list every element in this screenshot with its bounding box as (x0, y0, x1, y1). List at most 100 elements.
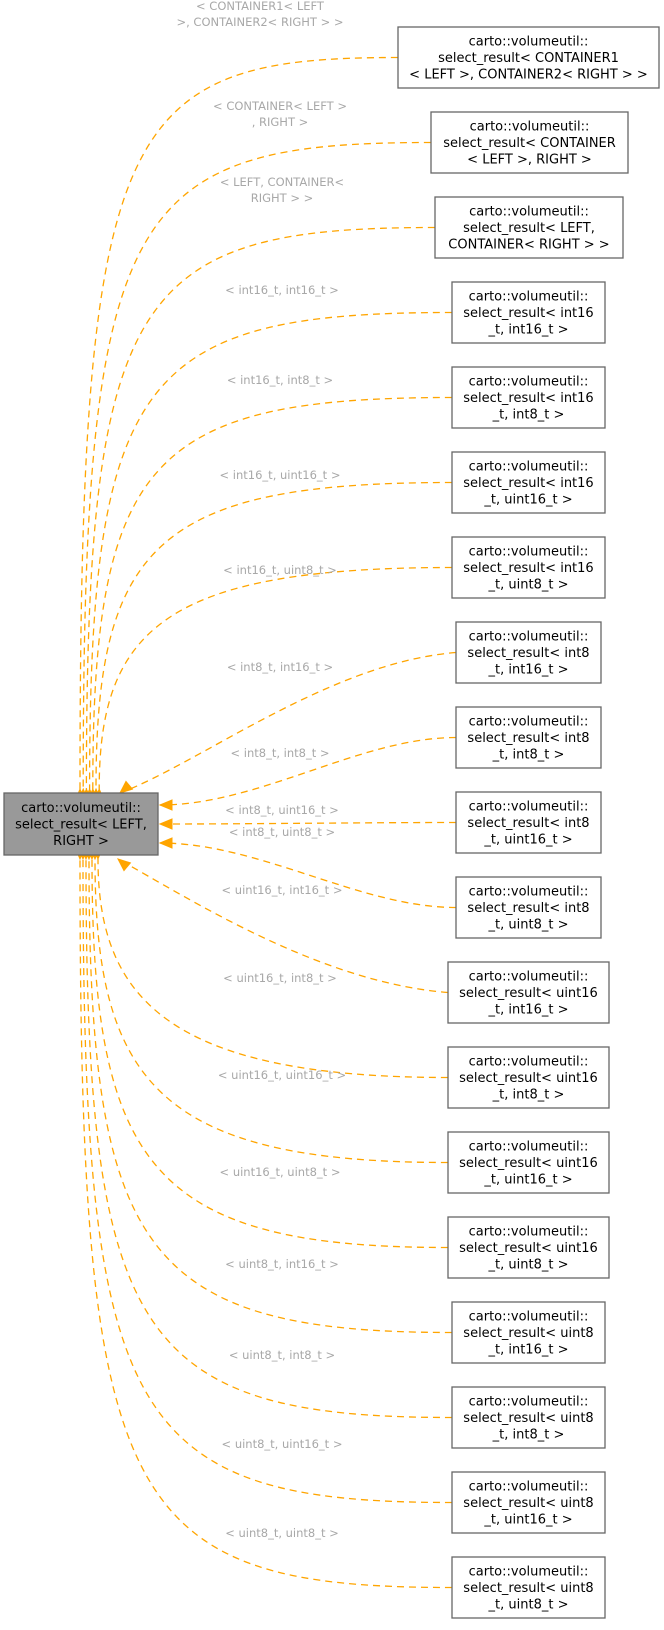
edge-label: < LEFT, CONTAINER< (220, 175, 344, 189)
derived-class-node[interactable]: carto::volumeutil::select_result< uint16… (447, 1046, 610, 1109)
edge-label: , RIGHT > (252, 115, 309, 129)
class-name-line: _t, int16_t > (488, 1003, 569, 1018)
derived-class-node[interactable]: carto::volumeutil::select_result< int8_t… (455, 706, 602, 769)
class-box (455, 621, 602, 684)
derived-class-node[interactable]: carto::volumeutil::select_result< int16_… (451, 451, 606, 514)
inheritance-edge (94, 858, 449, 1164)
inheritance-edge (91, 858, 449, 1249)
arrowhead (158, 799, 173, 811)
class-name-line: _t, uint8_t > (488, 578, 569, 593)
class-name-line: _t, uint16_t > (483, 1513, 572, 1528)
edge-label: < uint8_t, uint8_t > (225, 1526, 339, 1540)
edge-label: < int16_t, uint8_t > (223, 563, 337, 577)
edge-label: < int16_t, int8_t > (227, 373, 333, 387)
class-name-line: carto::volumeutil:: (469, 1565, 589, 1580)
edge-label: < int16_t, uint16_t > (220, 468, 341, 482)
derived-class-node[interactable]: carto::volumeutil::select_result< uint16… (447, 961, 610, 1024)
class-name-line: select_result< int8 (467, 731, 589, 746)
class-name-line: carto::volumeutil:: (469, 35, 589, 50)
class-name-line: _t, int8_t > (492, 748, 565, 763)
edge-label: RIGHT > > (251, 191, 314, 205)
class-box (451, 536, 606, 599)
arrowhead (158, 818, 173, 830)
class-name-line: < LEFT >, RIGHT > (467, 153, 592, 168)
derived-class-node[interactable]: carto::volumeutil::select_result< int16_… (451, 536, 606, 599)
derived-class-node[interactable]: carto::volumeutil::select_result< CONTAI… (430, 111, 629, 174)
class-name-line: select_result< uint8 (463, 1496, 593, 1511)
inheritance-edge (95, 481, 453, 790)
edge-label: < uint8_t, uint16_t > (222, 1437, 343, 1451)
class-name-line: select_result< int8 (467, 646, 589, 661)
nodes-layer: carto::volumeutil::select_result< LEFT,R… (3, 26, 660, 1619)
edge-label: < uint16_t, int16_t > (222, 883, 343, 897)
class-box (397, 26, 660, 89)
inheritance-edge (92, 396, 453, 790)
edge-label: < CONTAINER1< LEFT (196, 0, 325, 13)
class-name-line: select_result< LEFT, (463, 221, 595, 236)
root-class-node[interactable]: carto::volumeutil::select_result< LEFT,R… (3, 792, 159, 856)
inheritance-edge (85, 858, 453, 1419)
edge-label: < CONTAINER< LEFT > (213, 99, 347, 113)
edge-label: < int8_t, int8_t > (230, 746, 329, 760)
class-box (447, 1046, 610, 1109)
derived-class-node[interactable]: carto::volumeutil::select_result< int16_… (451, 281, 606, 344)
derived-class-node[interactable]: carto::volumeutil::select_result< uint16… (447, 1131, 610, 1194)
class-name-line: carto::volumeutil:: (469, 290, 589, 305)
class-box (451, 281, 606, 344)
edge-label: < uint8_t, int8_t > (229, 1348, 335, 1362)
class-box (447, 961, 610, 1024)
class-name-line: carto::volumeutil:: (469, 1480, 589, 1495)
derived-class-node[interactable]: carto::volumeutil::select_result< int8_t… (455, 876, 602, 939)
edge-labels-layer: < CONTAINER1< LEFT>, CONTAINER2< RIGHT >… (176, 0, 346, 1540)
inheritance-edge (117, 858, 449, 994)
class-name-line: _t, uint16_t > (483, 1173, 572, 1188)
inheritance-edge (82, 858, 453, 1504)
derived-class-node[interactable]: carto::volumeutil::select_result< int8_t… (455, 621, 602, 684)
class-name-line: carto::volumeutil:: (469, 630, 589, 645)
class-name-line: < LEFT >, CONTAINER2< RIGHT > > (409, 68, 648, 83)
class-name-line: carto::volumeutil:: (469, 1140, 589, 1155)
edges-layer (74, 56, 457, 1589)
class-box (451, 1301, 606, 1364)
class-name-line: select_result< uint8 (463, 1411, 593, 1426)
derived-class-node[interactable]: carto::volumeutil::select_result< int16_… (451, 366, 606, 429)
class-box (451, 1386, 606, 1449)
class-name-line: _t, int16_t > (488, 663, 569, 678)
class-name-line: carto::volumeutil:: (470, 120, 590, 135)
class-box (455, 791, 602, 854)
inheritance-edge (159, 842, 457, 909)
derived-class-node[interactable]: carto::volumeutil::select_result< uint8_… (451, 1471, 606, 1534)
class-name-line: select_result< int16 (463, 561, 593, 576)
class-name-line: carto::volumeutil:: (469, 800, 589, 815)
inheritance-edge (88, 311, 453, 790)
class-name-line: RIGHT > (53, 834, 109, 849)
derived-class-node[interactable]: carto::volumeutil::select_result< int8_t… (455, 791, 602, 854)
derived-class-node[interactable]: carto::volumeutil::select_result< uint16… (447, 1216, 610, 1279)
derived-class-node[interactable]: carto::volumeutil::select_result< CONTAI… (397, 26, 660, 89)
class-name-line: select_result< CONTAINER1 (438, 51, 619, 66)
class-name-line: select_result< CONTAINER (443, 136, 616, 151)
class-name-line: select_result< uint16 (459, 1241, 598, 1256)
inheritance-edge (79, 858, 453, 1589)
class-box (451, 366, 606, 429)
inheritance-edge (88, 858, 453, 1334)
class-name-line: _t, int16_t > (488, 323, 569, 338)
derived-class-node[interactable]: carto::volumeutil::select_result< uint8_… (451, 1386, 606, 1449)
class-box (455, 706, 602, 769)
class-name-line: select_result< LEFT, (15, 818, 147, 833)
inheritance-edge (159, 736, 457, 806)
class-name-line: carto::volumeutil:: (469, 885, 589, 900)
inheritance-edge (85, 226, 436, 790)
class-name-line: carto::volumeutil:: (469, 1055, 589, 1070)
root-class-box (3, 792, 159, 856)
edge-label: < int16_t, int16_t > (225, 283, 339, 297)
class-name-line: select_result< int8 (467, 816, 589, 831)
derived-class-node[interactable]: carto::volumeutil::select_result< LEFT,C… (434, 196, 624, 259)
derived-class-node[interactable]: carto::volumeutil::select_result< uint8_… (451, 1301, 606, 1364)
class-name-line: _t, uint8_t > (488, 918, 569, 933)
class-name-line: CONTAINER< RIGHT > > (448, 238, 609, 253)
class-name-line: _t, uint16_t > (483, 833, 572, 848)
derived-class-node[interactable]: carto::volumeutil::select_result< uint8_… (451, 1556, 606, 1619)
class-name-line: select_result< uint16 (459, 986, 598, 1001)
class-box (434, 196, 624, 259)
